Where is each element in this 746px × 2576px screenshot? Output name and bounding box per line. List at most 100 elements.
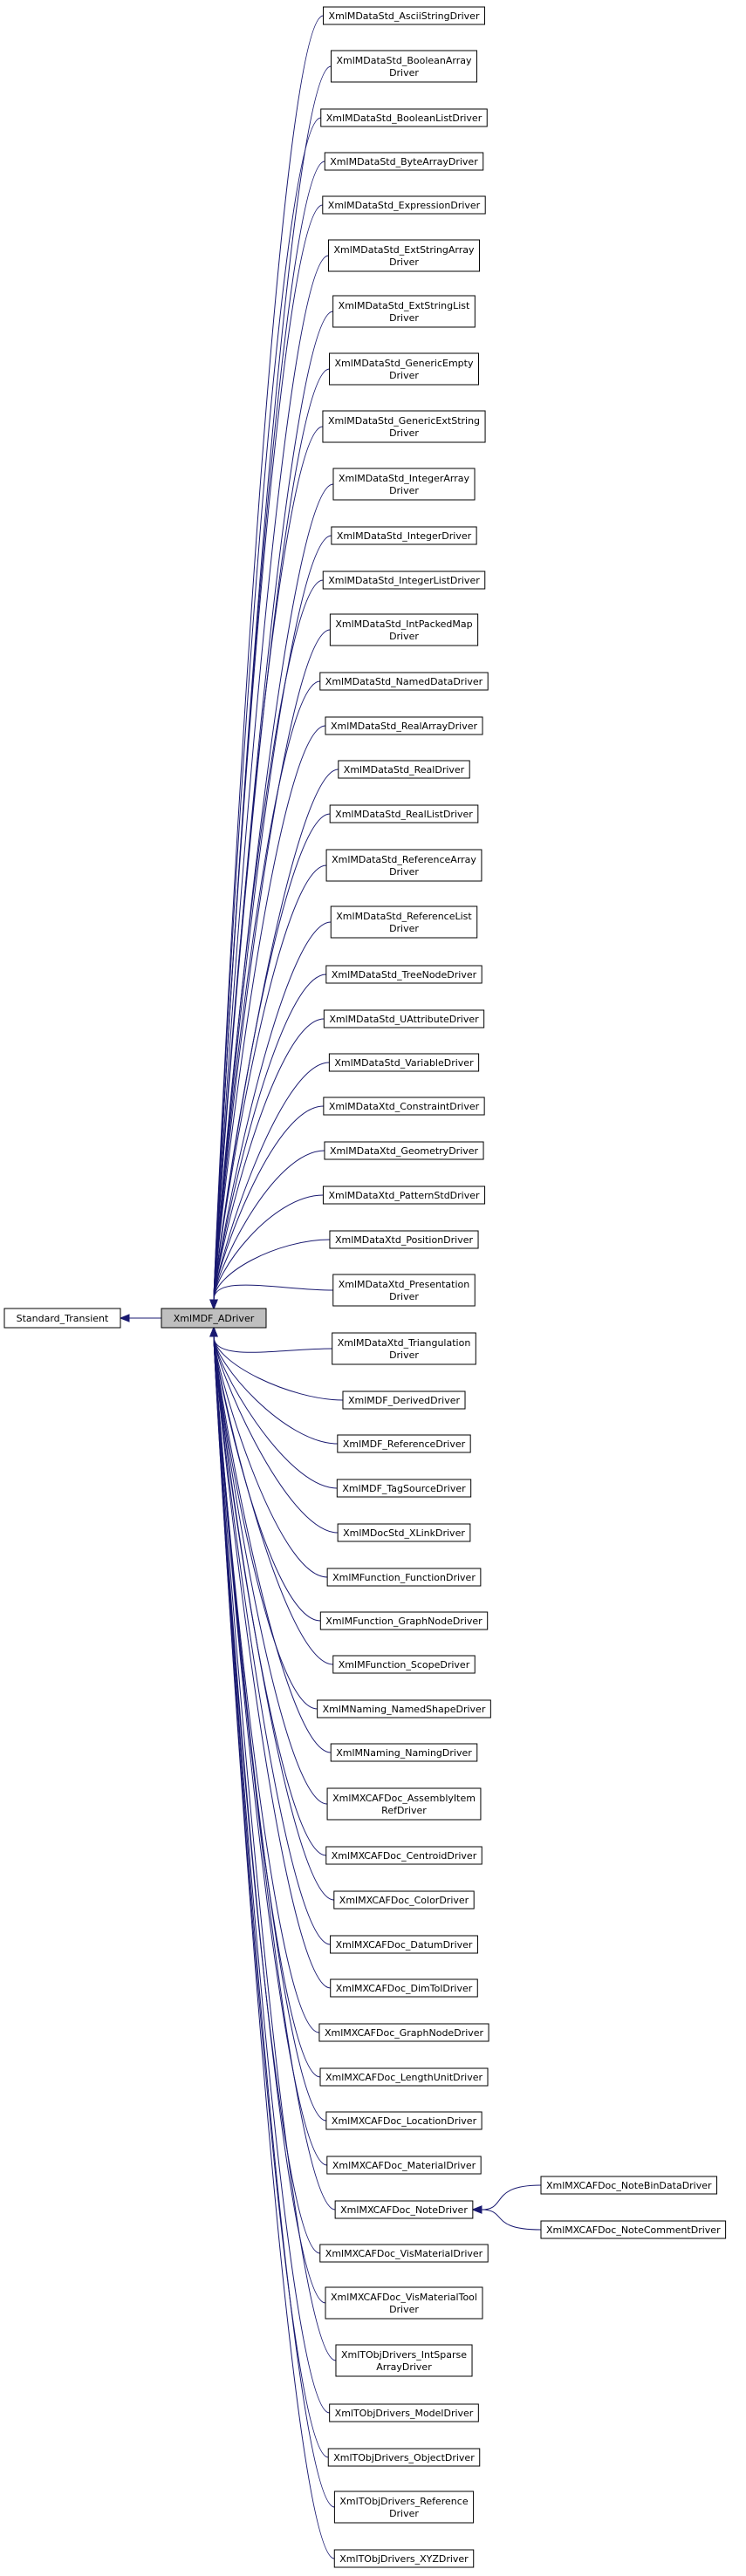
node-box bbox=[336, 1479, 472, 1498]
node-child[interactable]: XmlMDataXtd_GeometryDriver bbox=[324, 1141, 484, 1160]
node-label: XmlMDataStd_ByteArrayDriver bbox=[330, 156, 478, 167]
node-child[interactable]: XmlTObjDrivers_ObjectDriver bbox=[327, 2448, 481, 2467]
node-child[interactable]: XmlMDataStd_AsciiStringDriver bbox=[323, 6, 485, 25]
node-child[interactable]: XmlMDF_DerivedDriver bbox=[342, 1390, 466, 1410]
node-child[interactable]: XmlMDataStd_ExpressionDriver bbox=[322, 195, 486, 215]
node-child[interactable]: XmlMXCAFDoc_VisMaterialDriver bbox=[319, 2244, 489, 2263]
node-box bbox=[329, 2403, 479, 2422]
node-child[interactable]: XmlMXCAFDoc_LocationDriver bbox=[325, 2111, 483, 2130]
node-child[interactable]: XmlMDataStd_RealArrayDriver bbox=[325, 716, 483, 735]
node-label: XmlMDataStd_VariableDriver bbox=[334, 1057, 474, 1069]
arrowhead-child bbox=[209, 1299, 218, 1310]
node-box bbox=[326, 1568, 482, 1587]
node-child[interactable]: XmlMDF_ReferenceDriver bbox=[337, 1434, 471, 1453]
edge-child bbox=[213, 1336, 338, 1445]
node-label: XmlMXCAFDoc_NoteDriver bbox=[340, 2204, 468, 2216]
node-label: XmlMXCAFDoc_GraphNodeDriver bbox=[325, 2027, 484, 2039]
node-child[interactable]: XmlMDataXtd_ConstraintDriver bbox=[323, 1097, 485, 1116]
node-label: XmlMFunction_ScopeDriver bbox=[339, 1659, 470, 1671]
node-box bbox=[332, 1332, 476, 1365]
node-child[interactable]: XmlMXCAFDoc_GraphNodeDriver bbox=[318, 2023, 489, 2042]
node-box bbox=[323, 1097, 485, 1116]
node-child[interactable]: XmlMDataStd_RealListDriver bbox=[329, 804, 479, 823]
edge-child bbox=[213, 1336, 332, 1753]
node-child[interactable]: XmlMDataXtd_PositionDriver bbox=[329, 1230, 479, 1249]
node-child[interactable]: XmlMXCAFDoc_LengthUnitDriver bbox=[319, 2067, 489, 2087]
node-label: XmlMXCAFDoc_VisMaterialDriver bbox=[325, 2248, 483, 2259]
node-child[interactable]: XmlMXCAFDoc_ColorDriver bbox=[333, 1890, 475, 1910]
node-child[interactable]: XmlMDocStd_XLinkDriver bbox=[337, 1523, 471, 1542]
node-child[interactable]: XmlMDataStd_BooleanListDriver bbox=[320, 108, 488, 127]
node-child[interactable]: XmlMFunction_GraphNodeDriver bbox=[319, 1611, 489, 1630]
node-child[interactable]: XmlMFunction_FunctionDriver bbox=[326, 1568, 482, 1587]
node-label: XmlMDocStd_XLinkDriver bbox=[343, 1527, 465, 1539]
node-child[interactable]: XmlMDataStd_NamedDataDriver bbox=[319, 672, 489, 691]
node-child[interactable]: XmlMDF_TagSourceDriver bbox=[336, 1479, 472, 1498]
node-child[interactable]: XmlMDataStd_UAttributeDriver bbox=[323, 1009, 485, 1028]
node-child[interactable]: XmlMXCAFDoc_DimTolDriver bbox=[330, 1978, 478, 1998]
node-grandchild[interactable]: XmlMXCAFDoc_NoteCommentDriver bbox=[540, 2220, 727, 2239]
node-box bbox=[317, 1699, 491, 1718]
node-child[interactable]: XmlMDataStd_IntegerDriver bbox=[331, 526, 477, 545]
node-child[interactable]: XmlMXCAFDoc_DatumDriver bbox=[330, 1935, 478, 1954]
edge-child bbox=[213, 864, 327, 1301]
node-box bbox=[332, 295, 476, 328]
node-child[interactable]: XmlMDataStd_TreeNodeDriver bbox=[325, 965, 483, 984]
node-label: XmlMDataStd_ExtStringList bbox=[339, 300, 470, 311]
node-child[interactable]: XmlMXCAFDoc_NoteDriver bbox=[334, 2200, 474, 2219]
node-standard-transient[interactable]: Standard_Transient bbox=[3, 1308, 121, 1329]
node-child[interactable]: XmlMXCAFDoc_MaterialDriver bbox=[326, 2156, 482, 2175]
node-box bbox=[324, 152, 484, 171]
node-child[interactable]: XmlMDataStd_RealDriver bbox=[338, 760, 470, 779]
node-label: XmlMDF_DerivedDriver bbox=[348, 1395, 460, 1406]
node-label: XmlMDataStd_ReferenceArray bbox=[332, 854, 476, 865]
node-child[interactable]: XmlMNaming_NamedShapeDriver bbox=[317, 1699, 491, 1718]
node-box bbox=[330, 50, 478, 83]
node-label: Driver bbox=[389, 866, 419, 878]
node-child[interactable]: XmlMDataXtd_PatternStdDriver bbox=[322, 1186, 486, 1205]
node-label: XmlMDataStd_RealDriver bbox=[344, 764, 465, 776]
node-child[interactable]: XmlMFunction_ScopeDriver bbox=[332, 1655, 476, 1674]
node-label: XmlMDataStd_IntegerListDriver bbox=[328, 575, 480, 586]
node-label: XmlMDataStd_BooleanListDriver bbox=[326, 113, 483, 124]
node-box bbox=[330, 905, 478, 939]
node-xmlmdf-adriver[interactable]: XmlMDF_ADriver bbox=[161, 1308, 267, 1329]
node-label: Driver bbox=[389, 2304, 419, 2315]
node-box bbox=[335, 2344, 473, 2377]
node-box bbox=[326, 1787, 482, 1821]
node-child[interactable]: XmlTObjDrivers_ModelDriver bbox=[329, 2403, 479, 2422]
node-child[interactable]: XmlTObjDrivers_ReferenceDriver bbox=[333, 2491, 475, 2524]
node-child[interactable]: XmlTObjDrivers_XYZDriver bbox=[333, 2549, 475, 2568]
node-child[interactable]: XmlMNaming_NamingDriver bbox=[330, 1743, 478, 1762]
edge-child bbox=[213, 974, 326, 1301]
edge-child bbox=[213, 1336, 333, 1665]
node-box bbox=[323, 6, 485, 25]
node-label: XmlMXCAFDoc_MaterialDriver bbox=[332, 2160, 476, 2171]
node-box bbox=[326, 2156, 482, 2175]
node-label: XmlMXCAFDoc_DatumDriver bbox=[336, 1939, 473, 1951]
node-label: XmlMNaming_NamedShapeDriver bbox=[323, 1704, 486, 1715]
node-child[interactable]: XmlMDataStd_VariableDriver bbox=[328, 1053, 480, 1072]
node-label: XmlMDataStd_TreeNodeDriver bbox=[332, 969, 477, 981]
node-child[interactable]: XmlMDataStd_ByteArrayDriver bbox=[324, 152, 484, 171]
node-child[interactable]: XmlMXCAFDoc_CentroidDriver bbox=[325, 1846, 483, 1865]
node-grandchild[interactable]: XmlMXCAFDoc_NoteBinDataDriver bbox=[540, 2176, 718, 2195]
node-box bbox=[329, 613, 479, 646]
node-box bbox=[332, 1655, 476, 1674]
node-child[interactable]: XmlMDataStd_IntegerListDriver bbox=[322, 571, 486, 590]
